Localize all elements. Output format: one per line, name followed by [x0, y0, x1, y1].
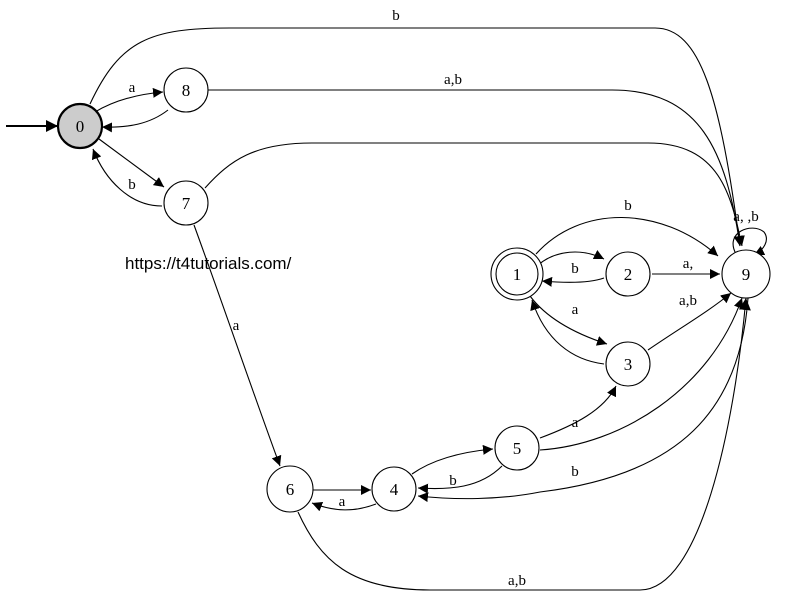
- edge-label-0-8: a: [129, 80, 136, 96]
- edge-7-6: [193, 224, 282, 467]
- state-7: 7: [163, 180, 209, 226]
- edge-9-9: [732, 227, 767, 256]
- state-7-label: 7: [182, 194, 191, 213]
- state-4-label: 4: [390, 480, 399, 499]
- edge-8-9: [208, 89, 744, 247]
- state-2-label: 2: [624, 265, 633, 284]
- state-6-label: 6: [286, 480, 295, 499]
- edge-0-8: [94, 87, 164, 113]
- state-9-label: 9: [742, 265, 751, 284]
- edge-label-5-4: b: [449, 473, 457, 489]
- edge-8-0: [101, 109, 169, 133]
- edge-label-2-1: b: [571, 261, 579, 277]
- edge-label-6-9: a,b: [508, 573, 526, 589]
- edge-1-2: [537, 250, 605, 266]
- edge-7-9: [204, 142, 745, 247]
- state-1: 1: [490, 247, 544, 301]
- state-9: 9: [721, 249, 771, 299]
- state-8: 8: [163, 67, 209, 113]
- edge-0-7: [98, 138, 165, 188]
- edge-5-3: [539, 385, 617, 439]
- state-4: 4: [371, 466, 417, 512]
- edge-1-3: [529, 295, 608, 346]
- state-2: 2: [605, 251, 651, 297]
- edge-3-9: [647, 292, 732, 351]
- edge-9-4: [417, 297, 749, 503]
- state-5-label: 5: [513, 439, 522, 458]
- edge-6-9: [297, 297, 751, 591]
- edge-0-9: [89, 27, 744, 247]
- edge-4-6: [311, 501, 377, 512]
- edge-3-1: [530, 299, 605, 365]
- edge-4-5: [411, 444, 494, 475]
- state-8-label: 8: [182, 81, 191, 100]
- state-0-label: 0: [76, 117, 85, 136]
- edge-label-2-9: a,: [683, 256, 693, 272]
- edge-label-1-9: b: [624, 198, 632, 214]
- edge-label-0-9: b: [392, 8, 400, 24]
- edge-2-1: [541, 276, 605, 287]
- edge-label-3-9: a,b: [679, 293, 697, 309]
- edge-label-7-0: b: [128, 177, 136, 193]
- state-1-label: 1: [513, 265, 522, 284]
- watermark-url: https://t4tutorials.com/: [125, 254, 292, 273]
- edge-label-4-6: a: [339, 494, 346, 510]
- state-5: 5: [494, 425, 540, 471]
- edge-5-4: [417, 465, 503, 494]
- edge-5-9: [539, 297, 744, 451]
- edge-label-9-4: b: [571, 464, 579, 480]
- state-3: 3: [605, 341, 651, 387]
- edge-label-1-3: a: [572, 302, 579, 318]
- edge-label-7-6: a: [233, 318, 240, 334]
- state-3-label: 3: [624, 355, 633, 374]
- edge-1-9: [535, 217, 719, 257]
- edge-label-5-3: a: [572, 415, 579, 431]
- edge-label-8-9: a,b: [444, 72, 462, 88]
- edge-7-0: [91, 148, 163, 207]
- state-6: 6: [266, 465, 314, 513]
- edge-label-9-9: a, ,b: [733, 209, 758, 225]
- state-0: 0: [56, 102, 104, 150]
